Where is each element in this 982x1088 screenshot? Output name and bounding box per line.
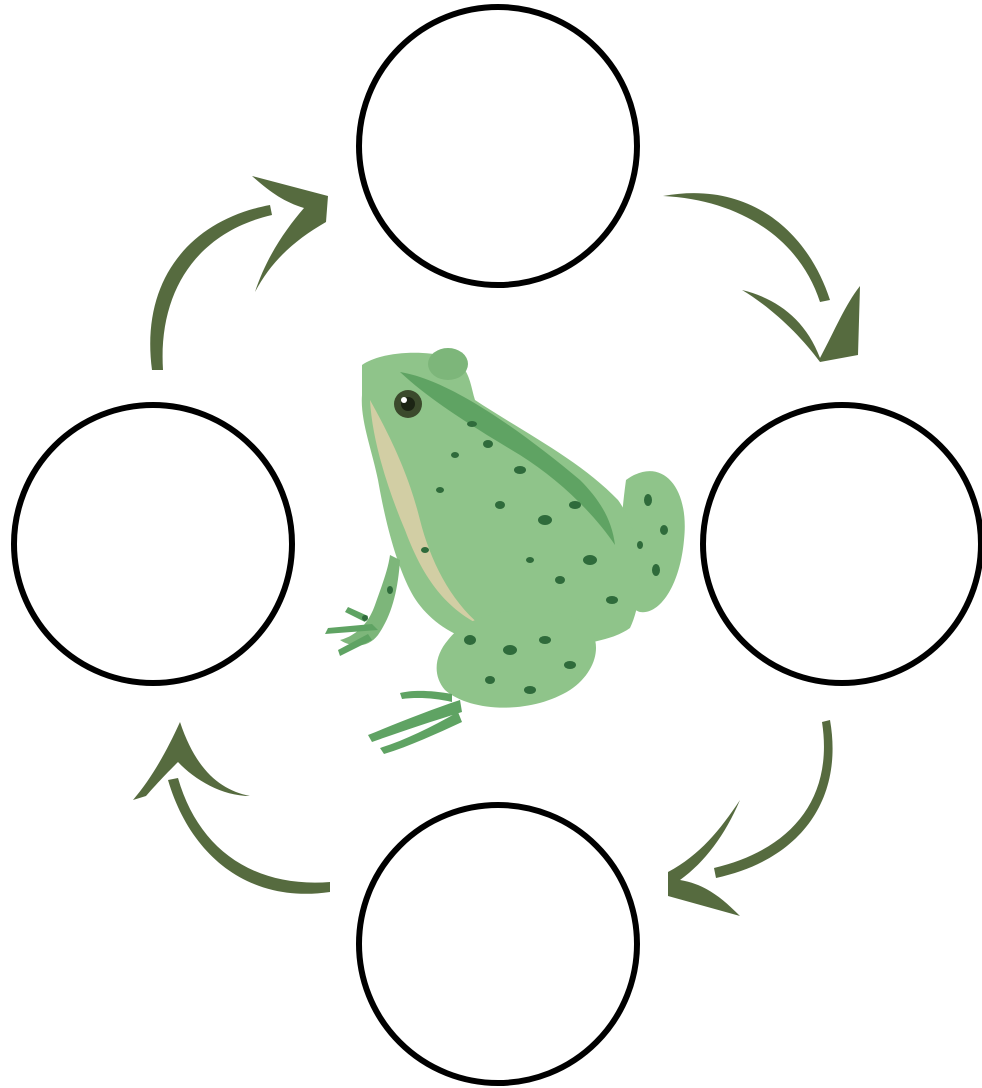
arrow-left-to-top <box>150 176 328 370</box>
stage-circle-right <box>703 405 981 683</box>
frog-hind-foot <box>368 691 462 754</box>
stage-circle-left <box>14 405 292 683</box>
frog-illustration <box>325 348 685 754</box>
frog-eye-bump <box>428 348 468 380</box>
stage-circle-top <box>359 7 637 285</box>
arrow-top-to-right <box>663 193 860 362</box>
stage-circle-bottom <box>359 805 637 1083</box>
arrow-right-to-bottom <box>668 720 833 916</box>
arrow-bottom-to-left <box>133 722 330 894</box>
